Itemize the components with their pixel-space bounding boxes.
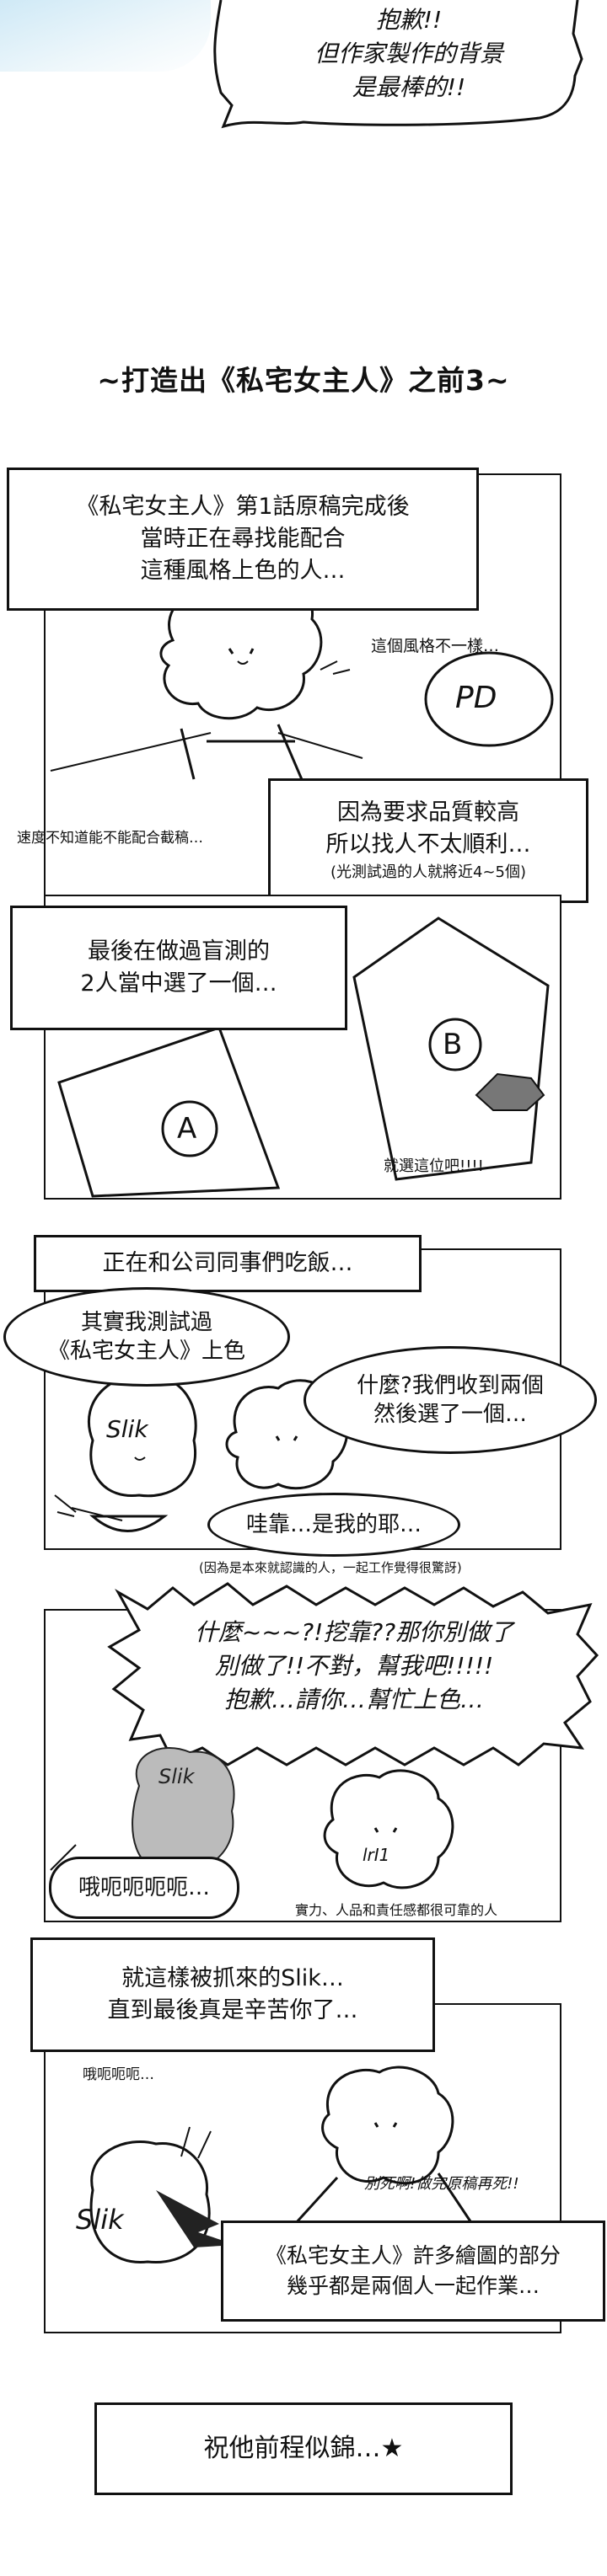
panel-3-caption: 正在和公司同事們吃飯…: [34, 1235, 422, 1292]
panel-3-bubble-2-line-1: 什麼?我們收到兩個: [357, 1373, 544, 1398]
panel-3-bubble-3-text: 哇靠…是我的耶…: [245, 1512, 422, 1537]
panel-5-caption-2: 《私宅女主人》許多繪圖的部分 幾乎都是兩個人一起作業…: [221, 2221, 605, 2322]
panel-4-shout-line-2: 別做了!!不對，幫我吧!!!!!: [214, 1652, 494, 1680]
label-a: A: [177, 1112, 197, 1146]
panel-1-caption-2-line-2: 所以找人不太順利…: [325, 831, 531, 858]
panel-4-shout-line-1: 什麼~~~?!挖靠??那你別做了: [194, 1618, 514, 1646]
panel-5-caption: 就這樣被抓來的Slik… 直到最後真是辛苦你了…: [30, 1937, 435, 2052]
ending-box: 祝他前程似錦…★: [94, 2402, 513, 2495]
top-speech-bubble-shape: [213, 0, 583, 129]
panel-1-caption-2-line-1: 因為要求品質較高: [337, 799, 519, 826]
sky-background: [0, 0, 211, 72]
panel-1-caption-2-note: (光測試過的人就將近4~5個): [330, 863, 527, 881]
panel-1-caption: 《私宅女主人》第1話原稿完成後 當時正在尋找能配合 這種風格上色的人…: [7, 468, 479, 611]
panel-5-slik-label: Slik: [76, 2204, 124, 2236]
panel-2-drawing: [57, 917, 550, 1198]
panel-3-bubble-1-line-1: 其實我測試過: [80, 1310, 212, 1335]
panel-3-note: (因為是本來就認識的人，一起工作覺得很驚訝): [199, 1560, 462, 1575]
panel-4-note: 實力、人品和責任感都很可靠的人: [295, 1902, 498, 1918]
panel-5-caption-2-line-1: 《私宅女主人》許多繪圖的部分: [265, 2243, 561, 2268]
pd-label: PD: [455, 681, 497, 715]
panel-2-speech: 就選這位吧!!!!: [384, 1157, 484, 1175]
panel-5-caption-line-2: 直到最後真是辛苦你了…: [107, 1997, 358, 2023]
panel-1-caption-line-2: 當時正在尋找能配合: [140, 526, 346, 552]
top-line-3: 是最棒的!!: [352, 73, 466, 101]
panel-2-caption-line-1: 最後在做過盲測的: [88, 938, 270, 965]
panel-3-bubble-3: 哇靠…是我的耶…: [207, 1493, 460, 1557]
panel-5-speech: 別死啊!做完原稿再死!!: [364, 2175, 519, 2193]
panel-2-caption: 最後在做過盲測的 2人當中選了一個…: [10, 906, 347, 1030]
panel-5-drawing: [89, 2066, 474, 2264]
panel-4-sheep-label: lrI1: [363, 1845, 390, 1865]
panel-4-slik-label: Slik: [158, 1765, 195, 1788]
panel-5-small-speech: 哦呃呃呃…: [83, 2066, 154, 2083]
panel-3-bubble-1: 其實我測試過 《私宅女主人》上色: [3, 1287, 290, 1387]
top-speech-text: 抱歉!! 但作家製作的背景 是最棒的!!: [253, 3, 565, 104]
ending-text: 祝他前程似錦…★: [203, 2434, 404, 2463]
panel-3-bubble-1-line-2: 《私宅女主人》上色: [47, 1339, 245, 1364]
panel-4-shout-line-3: 抱歉…請你…幫忙上色…: [223, 1686, 484, 1713]
panel-3-slik-label: Slik: [106, 1415, 148, 1443]
panel-4-shout-text: 什麼~~~?!挖靠??那你別做了 別做了!!不對，幫我吧!!!!! 抱歉…請你……: [126, 1616, 582, 1717]
panel-1-caption-line-3: 這種風格上色的人…: [140, 558, 346, 584]
panel-3-bubble-2-line-2: 然後選了一個…: [373, 1402, 527, 1427]
panel-5-caption-line-1: 就這樣被抓來的Slik…: [121, 1965, 344, 1991]
panel-3-bubble-2: 什麼?我們收到兩個 然後選了一個…: [304, 1346, 597, 1454]
panel-4-bubble: 哦呃呃呃呃…: [49, 1857, 239, 1919]
panel-1-drawing: [50, 575, 554, 784]
top-line-2: 但作家製作的背景: [314, 40, 503, 67]
panel-1-speech: 這個風格不一樣…: [371, 637, 500, 655]
panel-1-caption-line-1: 《私宅女主人》第1話原稿完成後: [76, 494, 410, 520]
panel-4-drawing: [50, 1582, 599, 1889]
top-line-1: 抱歉!!: [375, 6, 443, 34]
panel-3-caption-text: 正在和公司同事們吃飯…: [102, 1250, 353, 1276]
page-title: ~打造出《私宅女主人》之前3~: [97, 364, 510, 397]
panel-4-bubble-text: 哦呃呃呃呃…: [78, 1875, 210, 1900]
panel-5-caption-2-line-2: 幾乎都是兩個人一起作業…: [286, 2274, 540, 2298]
panel-1-note: 速度不知道能不能配合截稿…: [17, 830, 203, 847]
label-b: B: [443, 1028, 463, 1061]
panel-2-caption-line-2: 2人當中選了一個…: [80, 970, 277, 997]
